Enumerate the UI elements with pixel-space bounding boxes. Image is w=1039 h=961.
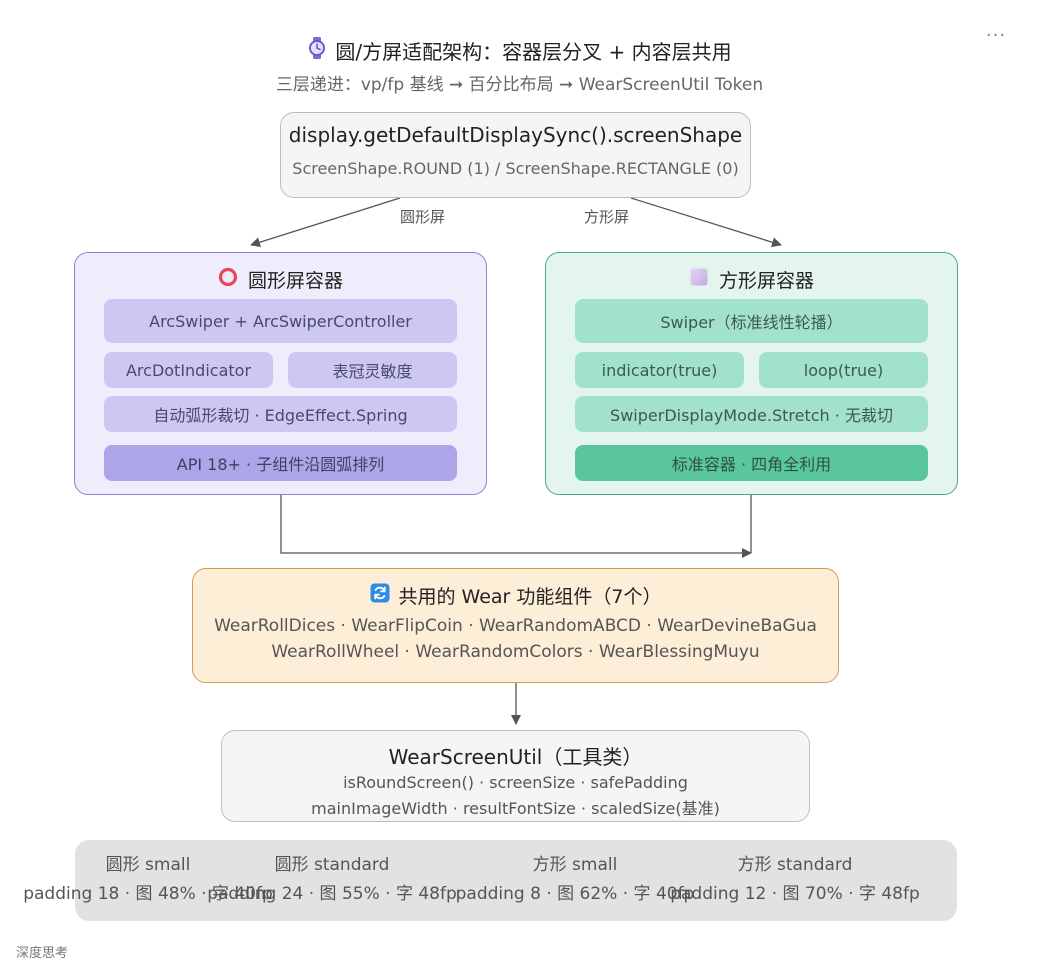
preset-spec-round-standard: padding 24 · 图 55% · 字 48fp (207, 884, 457, 904)
arc-clip-item: 自动弧形裁切 · EdgeEffect.Spring (104, 396, 457, 432)
shared-wear-components-node: 共用的 Wear 功能组件（7个） WearRollDices · WearFl… (192, 568, 839, 683)
shared-components-header: 共用的 Wear 功能组件（7个） (193, 581, 838, 609)
edge-label-square: 方形屏 (584, 208, 630, 226)
crown-sensitivity-item: 表冠灵敏度 (288, 352, 457, 388)
square-container-title: 方形屏容器 (718, 269, 814, 292)
square-icon (689, 267, 709, 291)
footer-deep-thinking-stub: 深度思考 (16, 946, 69, 961)
display-mode-item: SwiperDisplayMode.Stretch · 无裁切 (575, 396, 928, 432)
preset-name-round-standard: 圆形 standard (274, 855, 390, 875)
preset-name-square-standard: 方形 standard (737, 855, 853, 875)
round-screen-container: 圆形屏容器 ArcSwiper + ArcSwiperController Ar… (74, 252, 487, 495)
screen-shape-subtitle: ScreenShape.ROUND (1) / ScreenShape.RECT… (292, 159, 739, 178)
edge-display-to-round (250, 197, 401, 248)
shared-components-list-line2: WearRollWheel · WearRandomColors · WearB… (271, 642, 760, 662)
square-screen-container: 方形屏容器 Swiper（标准线性轮播） indicator(true) loo… (545, 252, 958, 495)
wear-screen-util-node: WearScreenUtil（工具类） isRoundScreen() · sc… (221, 730, 810, 822)
watch-icon (307, 37, 327, 63)
indicator-item: indicator(true) (575, 352, 744, 388)
edge-display-to-square (630, 197, 782, 248)
preset-name-round-small: 圆形 small (105, 855, 191, 875)
wear-screen-util-line1: isRoundScreen() · screenSize · safePaddi… (343, 773, 688, 792)
wear-screen-util-title: WearScreenUtil（工具类） (388, 745, 643, 769)
screen-shape-title: display.getDefaultDisplaySync().screenSh… (288, 123, 743, 147)
swiper-item: Swiper（标准线性轮播） (575, 299, 928, 343)
shared-components-list-line1: WearRollDices · WearFlipCoin · WearRando… (214, 616, 817, 636)
arc-dot-indicator-item: ArcDotIndicator (104, 352, 273, 388)
edge-round-to-shared (280, 495, 752, 558)
preset-spec-round-small: padding 18 · 图 48% · 字 40fp (23, 884, 273, 904)
square-container-header: 方形屏容器 (546, 265, 957, 293)
arc-api-item: API 18+ · 子组件沿圆弧排列 (104, 445, 457, 481)
diagram-subtitle: 三层递进：vp/fp 基线 ➞ 百分比布局 ➞ WearScreenUtil T… (275, 75, 764, 95)
round-container-header: 圆形屏容器 (75, 265, 486, 293)
preset-spec-square-standard: padding 12 · 图 70% · 字 48fp (670, 884, 920, 904)
diagram-title: 圆/方屏适配架构：容器层分叉 + 内容层共用 (335, 39, 732, 64)
diagram-title-row: 圆/方屏适配架构：容器层分叉 + 内容层共用 (0, 34, 1039, 66)
size-presets-panel (75, 840, 957, 921)
screen-shape-node: display.getDefaultDisplaySync().screenSh… (280, 112, 751, 198)
preset-spec-square-small: padding 8 · 图 62% · 字 40fp (455, 884, 695, 904)
arc-swiper-item: ArcSwiper + ArcSwiperController (104, 299, 457, 343)
more-options-button[interactable]: ··· (985, 25, 1007, 46)
shared-components-title: 共用的 Wear 功能组件（7个） (398, 585, 662, 608)
refresh-icon (370, 583, 390, 607)
wear-screen-util-line2: mainImageWidth · resultFontSize · scaled… (311, 799, 720, 818)
circle-icon (218, 267, 238, 291)
edge-label-round: 圆形屏 (400, 208, 446, 226)
preset-name-square-small: 方形 small (532, 855, 618, 875)
standard-container-item: 标准容器 · 四角全利用 (575, 445, 928, 481)
round-container-title: 圆形屏容器 (247, 269, 343, 292)
loop-item: loop(true) (759, 352, 928, 388)
